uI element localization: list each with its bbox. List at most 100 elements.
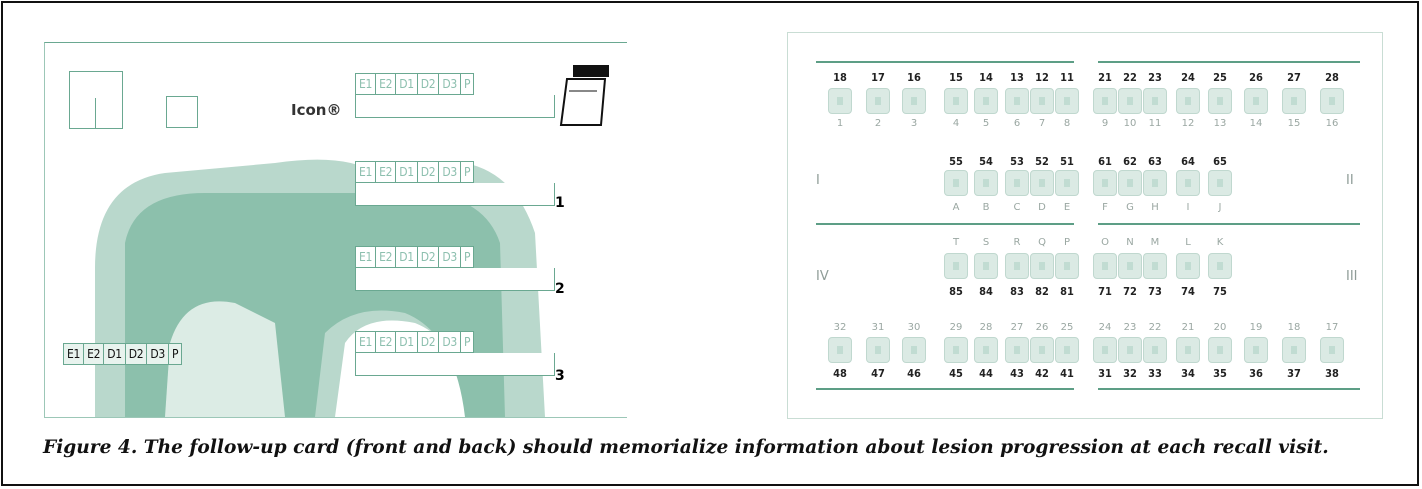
tooth-number: 19: [1249, 322, 1263, 333]
tooth-number: 74: [1181, 285, 1195, 298]
tooth-icon[interactable]: [1055, 253, 1079, 279]
tooth-icon[interactable]: [974, 253, 998, 279]
divider: [816, 61, 1074, 63]
tooth-icon[interactable]: [974, 88, 998, 114]
tooth-icon[interactable]: [902, 88, 926, 114]
tooth-number: 5: [982, 118, 990, 129]
tooth-icon[interactable]: [1030, 170, 1054, 196]
tooth-number: 62: [1123, 155, 1137, 168]
tooth-icon[interactable]: [828, 337, 852, 363]
tooth-icon[interactable]: [902, 337, 926, 363]
tooth-icon[interactable]: [866, 88, 890, 114]
tooth-icon[interactable]: [866, 337, 890, 363]
tooth-icon[interactable]: [1030, 337, 1054, 363]
tooth-number: 11: [1060, 71, 1074, 84]
code-d1: D1: [396, 247, 418, 267]
tooth-number: 72: [1123, 285, 1137, 298]
tooth-number: 34: [1181, 367, 1195, 380]
tooth-icon[interactable]: [1118, 337, 1142, 363]
tooth-icon[interactable]: [1055, 170, 1079, 196]
tooth-icon[interactable]: [944, 337, 968, 363]
tooth-number: R: [1013, 237, 1021, 248]
tooth-icon[interactable]: [1093, 170, 1117, 196]
tooth-number: 32: [1123, 367, 1137, 380]
tooth-number: 23: [1123, 322, 1137, 333]
tooth-number: 36: [1249, 367, 1263, 380]
magnifier-2-number: 2: [555, 281, 565, 297]
tooth-icon[interactable]: [974, 170, 998, 196]
code-strip-3: E1 E2 D1 D2 D3 P: [355, 331, 475, 353]
tooth-icon[interactable]: [944, 253, 968, 279]
tooth-number: 37: [1287, 367, 1301, 380]
tooth-icon[interactable]: [1176, 170, 1200, 196]
tooth-icon[interactable]: [1143, 337, 1167, 363]
tooth-number: 24: [1098, 322, 1112, 333]
tooth-icon[interactable]: [1208, 253, 1232, 279]
tooth-icon[interactable]: [1118, 170, 1142, 196]
tooth-number: 83: [1010, 285, 1024, 298]
tooth-icon[interactable]: [1208, 170, 1232, 196]
tooth-number: 31: [871, 322, 885, 333]
tooth-icon[interactable]: [1093, 337, 1117, 363]
tooth-number: 24: [1181, 71, 1195, 84]
brand-label: Icon®: [291, 101, 342, 119]
tooth-icon[interactable]: [1320, 337, 1344, 363]
code-e2: E2: [84, 344, 105, 364]
tooth-number: 53: [1010, 155, 1024, 168]
code-e2: E2: [376, 162, 397, 182]
tooth-number: 28: [1325, 71, 1339, 84]
quadrant-i: I: [816, 173, 820, 188]
tooth-icon[interactable]: [1176, 253, 1200, 279]
tooth-number: L: [1185, 237, 1191, 248]
tooth-icon[interactable]: [1244, 88, 1268, 114]
tooth-icon[interactable]: [1208, 88, 1232, 114]
follow-up-card-front: Icon® E1 E2 D1 D2 D3 P E1 E2 D1 D2 D3 P …: [44, 42, 627, 418]
tooth-icon[interactable]: [1093, 88, 1117, 114]
tooth-icon[interactable]: [1005, 170, 1029, 196]
tooth-number: 15: [1287, 118, 1301, 129]
tooth-icon[interactable]: [1176, 88, 1200, 114]
tooth-icon[interactable]: [1282, 88, 1306, 114]
tooth-number: 47: [871, 367, 885, 380]
tooth-icon[interactable]: [1320, 88, 1344, 114]
tooth-icon[interactable]: [1005, 253, 1029, 279]
tooth-icon[interactable]: [1143, 88, 1167, 114]
tooth-number: 13: [1213, 118, 1227, 129]
tooth-icon[interactable]: [1030, 88, 1054, 114]
tooth-number: 31: [1098, 367, 1112, 380]
tooth-icon[interactable]: [1118, 88, 1142, 114]
tooth-icon[interactable]: [828, 88, 852, 114]
tooth-number: 65: [1213, 155, 1227, 168]
tooth-icon[interactable]: [944, 170, 968, 196]
tooth-icon[interactable]: [1005, 337, 1029, 363]
tooth-icon[interactable]: [1143, 170, 1167, 196]
tooth-number: P: [1063, 237, 1071, 248]
tooth-icon[interactable]: [1055, 88, 1079, 114]
tooth-icon[interactable]: [944, 88, 968, 114]
tooth-number: 21: [1181, 322, 1195, 333]
code-d2: D2: [418, 247, 440, 267]
tooth-number: 12: [1035, 71, 1049, 84]
tooth-icon[interactable]: [1005, 88, 1029, 114]
tooth-number: 23: [1148, 71, 1162, 84]
tooth-icon[interactable]: [974, 337, 998, 363]
tooth-number: 11: [1148, 118, 1162, 129]
tooth-number: M: [1150, 237, 1160, 248]
tooth-icon[interactable]: [1030, 253, 1054, 279]
tooth-icon[interactable]: [1118, 253, 1142, 279]
tooth-icon[interactable]: [1143, 253, 1167, 279]
tooth-number: 46: [907, 367, 921, 380]
entry-row-3: [355, 353, 555, 376]
tooth-number: 42: [1035, 367, 1049, 380]
tooth-icon[interactable]: [1244, 337, 1268, 363]
tooth-icon[interactable]: [1282, 337, 1306, 363]
tooth-number: 73: [1148, 285, 1162, 298]
code-strip-1: E1 E2 D1 D2 D3 P: [355, 161, 475, 183]
tooth-icon[interactable]: [1093, 253, 1117, 279]
tooth-number: 32: [833, 322, 847, 333]
tooth-icon[interactable]: [1208, 337, 1232, 363]
tooth-number: I: [1186, 202, 1190, 213]
tooth-icon[interactable]: [1176, 337, 1200, 363]
tooth-icon[interactable]: [1055, 337, 1079, 363]
divider: [1098, 388, 1360, 390]
